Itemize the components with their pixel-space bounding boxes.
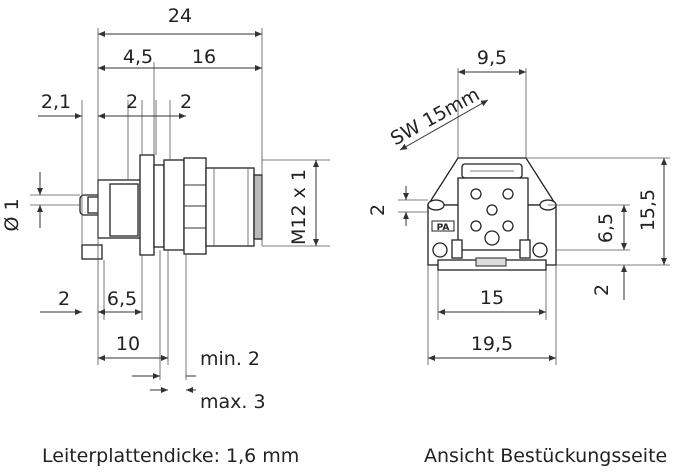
dim-max-3: max. 3 bbox=[200, 391, 266, 413]
dim-10: 10 bbox=[116, 333, 140, 355]
front-view-connector: PA bbox=[426, 157, 558, 271]
dim-4-5: 4,5 bbox=[123, 46, 153, 68]
dim-19-5: 19,5 bbox=[471, 333, 513, 355]
side-view: 24 4,5 16 2,1 2 2 Ø 1 2 6,5 10 M12 x 1 bbox=[1, 5, 330, 467]
dim-6-5: 6,5 bbox=[107, 288, 137, 310]
dim-6-5-right: 6,5 bbox=[595, 213, 617, 243]
dim-2-right: 2 bbox=[591, 284, 613, 296]
dim-overall-length: 24 bbox=[168, 5, 192, 27]
dim-diameter-1: Ø 1 bbox=[1, 198, 23, 231]
side-view-caption: Leiterplattendicke: 1,6 mm bbox=[42, 445, 299, 467]
dim-thread: M12 x 1 bbox=[288, 169, 310, 245]
dim-16: 16 bbox=[192, 46, 216, 68]
dim-9-5: 9,5 bbox=[477, 47, 507, 69]
dim-min-2: min. 2 bbox=[200, 348, 260, 370]
pa-logo-box bbox=[431, 220, 455, 232]
dim-2-1: 2,1 bbox=[41, 91, 71, 113]
dim-2-a: 2 bbox=[126, 91, 138, 113]
dim-2-b: 2 bbox=[180, 91, 192, 113]
pa-logo-text: PA bbox=[437, 223, 450, 233]
front-view: PA 9,5 SW 15mm 2 15,5 bbox=[367, 47, 670, 467]
dim-15-5: 15,5 bbox=[637, 189, 659, 231]
dim-wrench-size: SW 15mm bbox=[387, 83, 483, 150]
side-view-dimensions: 24 4,5 16 2,1 2 2 Ø 1 2 6,5 10 M12 x 1 bbox=[1, 5, 319, 413]
side-view-connector bbox=[79, 154, 263, 260]
dim-2-c: 2 bbox=[58, 288, 70, 310]
dim-2-left: 2 bbox=[367, 204, 389, 216]
dim-15: 15 bbox=[480, 287, 504, 309]
front-view-caption: Ansicht Bestückungsseite bbox=[424, 445, 667, 467]
